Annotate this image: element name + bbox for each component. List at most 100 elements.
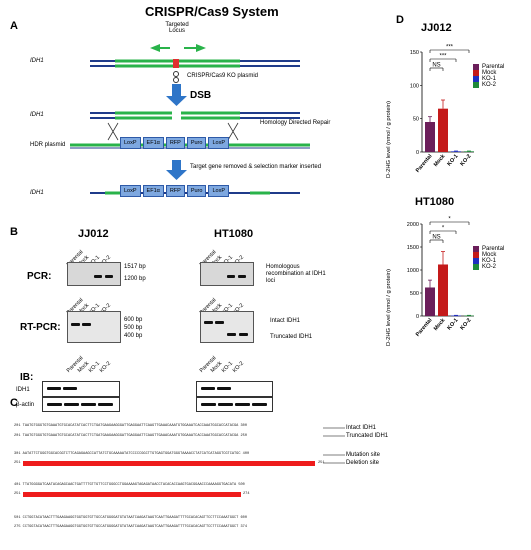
rfp-box: RFP (165, 137, 185, 149)
seq-line: 301 AATATTCTGGGTGGCACGGTCTTCAGAGAAGCCATT… (14, 452, 250, 456)
deletion-bar (23, 461, 315, 466)
crispr-plasmid-label: CRISPR/Cas9 KO plasmid (187, 73, 259, 79)
intact-idh1-label: Intact IDH1 (270, 318, 301, 324)
x-tick-label: KO-2 (459, 153, 472, 167)
legend-entry: KO-1 (473, 258, 504, 264)
pcr-gel-jj012 (67, 262, 121, 286)
rtpcr-gel-ht1080 (200, 311, 254, 343)
seq-line: 401 TTATGGGGATCAATACAGAGCAACTGATTTTGTTGT… (14, 483, 245, 487)
hdr-cassette: LoxP EF1α RFP Puro LoxP (120, 137, 229, 149)
legend-swatch (473, 64, 479, 70)
bar (464, 151, 474, 152)
legend-entry: Parental (473, 246, 504, 252)
panel-letter-d: D (396, 14, 404, 26)
y-tick-label: 2000 (407, 222, 419, 228)
y-tick-label: 1500 (407, 245, 419, 251)
bar (451, 151, 461, 152)
seq-line: 251 (318, 461, 325, 465)
legend-swatch (473, 264, 479, 270)
gel-band (63, 387, 77, 390)
legend-ht1080: Parental Mock KO-1 KO-2 (473, 246, 504, 270)
x-tick-label: KO-1 (446, 153, 459, 167)
gel-band (47, 387, 61, 390)
gel-band (227, 333, 236, 336)
significance-label: * (448, 217, 451, 223)
size-600: 600 bp (124, 317, 143, 323)
legend-intact: Intact IDH1 (346, 425, 377, 431)
x-tick-label: KO-1 (446, 317, 459, 331)
ib-blot-ht1080-actin (196, 397, 273, 412)
significance-label: NS (432, 63, 440, 69)
gel-band (82, 323, 91, 326)
x-tick-label: Parental (415, 153, 434, 174)
bar (464, 315, 474, 317)
gel-band (215, 321, 224, 324)
legend-entry: Mock (473, 70, 504, 76)
alignment-pointer-arrows (323, 427, 345, 464)
y-tick-label: 0 (416, 314, 419, 320)
lane-label: KO-2 (231, 360, 246, 374)
idh1-label-row2: IDH1 (30, 112, 44, 118)
pcr-label: PCR: (27, 271, 52, 282)
seq-line: 251 (14, 492, 21, 496)
idh1-label-row1: IDH1 (30, 58, 44, 64)
gel-band (235, 403, 250, 406)
gel-band (227, 275, 235, 278)
result-label: Target gene removed & selection marker i… (190, 164, 322, 170)
gel-band (201, 403, 216, 406)
gel-band (239, 333, 248, 336)
targeted-locus-label: Targeted Locus (165, 22, 189, 34)
bar (425, 122, 435, 152)
gel-band (47, 403, 62, 406)
legend-swatch (473, 252, 479, 258)
size-500: 500 bp (124, 325, 143, 331)
ib-blot-jj012-idh1 (42, 381, 120, 397)
significance-label: *** (439, 54, 447, 60)
ib-row-actin: β-actin (16, 402, 35, 408)
legend-entry: KO-2 (473, 82, 504, 88)
loxp-left-box: LoxP (120, 137, 141, 149)
seq-line: 251 (14, 461, 21, 465)
legend-swatch (473, 76, 479, 82)
ib-label: IB: (20, 372, 34, 383)
x-tick-label: KO-2 (459, 317, 472, 331)
gel-band (218, 403, 233, 406)
deletion-bar (23, 492, 241, 497)
ib-blot-ht1080-idh1 (196, 381, 273, 397)
mutation-label: Mutation site (346, 452, 381, 458)
homologous-label: Homologous recombination at IDH1 loci (266, 264, 326, 284)
gel-band (81, 403, 96, 406)
panel-letter-a: A (10, 20, 18, 32)
loxp-left-box: LoxP (120, 185, 141, 197)
pcr-gel-ht1080 (200, 262, 254, 286)
significance-label: * (442, 226, 445, 232)
gel-band (201, 387, 215, 390)
figure-title: CRISPR/Cas9 System (145, 4, 279, 19)
legend-swatch (473, 246, 479, 252)
legend-truncated: Truncated IDH1 (346, 433, 389, 439)
y-tick-label: 100 (410, 83, 419, 89)
seq-line: 275 CCTGGTACATAACTTTGAAGAAGGTGGTGGTGTTGC… (14, 525, 247, 529)
gel-band (238, 275, 246, 278)
puro-box: Puro (186, 137, 207, 149)
size-1200: 1200 bp (124, 276, 146, 282)
rfp-box: RFP (165, 185, 185, 197)
lane-label: KO-2 (98, 360, 113, 374)
lane-label: KO-1 (87, 360, 102, 374)
ib-row-idh1: IDH1 (16, 387, 30, 393)
legend-entry: KO-1 (473, 76, 504, 82)
panel-letter-b: B (10, 226, 18, 238)
legend-swatch (473, 82, 479, 88)
chart2-ylabel: D-2HG level (nmol / g protein) (386, 269, 392, 346)
puro-box: Puro (186, 185, 207, 197)
loxp-right-box: LoxP (208, 185, 229, 197)
legend-entry: KO-2 (473, 264, 504, 270)
legend-jj012: Parental Mock KO-1 KO-2 (473, 64, 504, 88)
ef1a-box: EF1α (142, 185, 164, 197)
seq-line: 201 TAATGTGGGTGTGAAATGTGCACATATCACTTCTGA… (14, 424, 247, 428)
gel-band (252, 403, 267, 406)
bar (425, 287, 435, 316)
rtpcr-label: RT-PCR: (20, 322, 61, 333)
